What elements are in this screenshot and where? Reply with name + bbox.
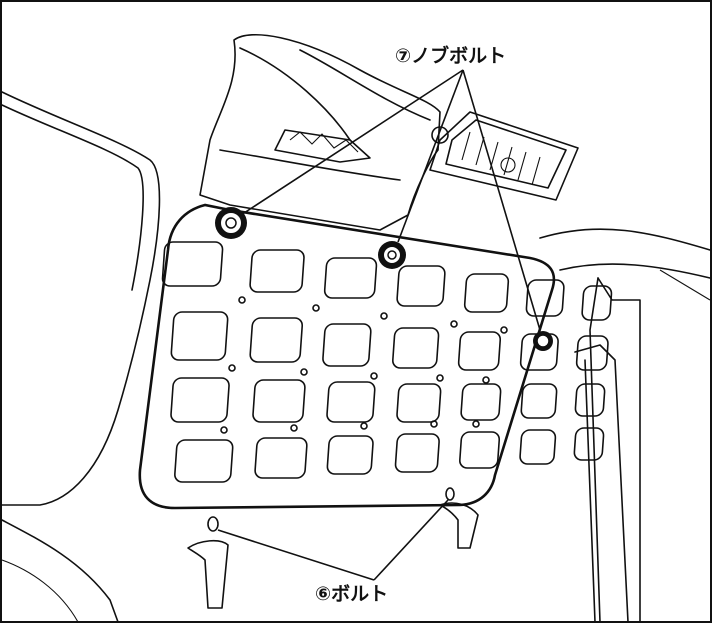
bolt-label: ⑥ボルト bbox=[315, 583, 388, 605]
bolt-left bbox=[207, 516, 219, 532]
knob-bolt-right bbox=[533, 331, 553, 351]
mounting-bracket bbox=[199, 34, 449, 231]
knob-bolt-center bbox=[378, 241, 406, 269]
bottom-clips bbox=[187, 502, 479, 609]
left-body-panel bbox=[1, 91, 161, 623]
knob-bolt-label: ⑦ノブボルト bbox=[395, 44, 506, 67]
bolt-leaders bbox=[217, 499, 449, 581]
knob-bolt-left bbox=[215, 207, 247, 239]
air-vent bbox=[429, 111, 579, 201]
right-frame bbox=[539, 228, 711, 623]
mesh-panel bbox=[138, 203, 613, 532]
bolt-right bbox=[445, 487, 455, 501]
knob-bolt-leaders bbox=[240, 69, 541, 331]
